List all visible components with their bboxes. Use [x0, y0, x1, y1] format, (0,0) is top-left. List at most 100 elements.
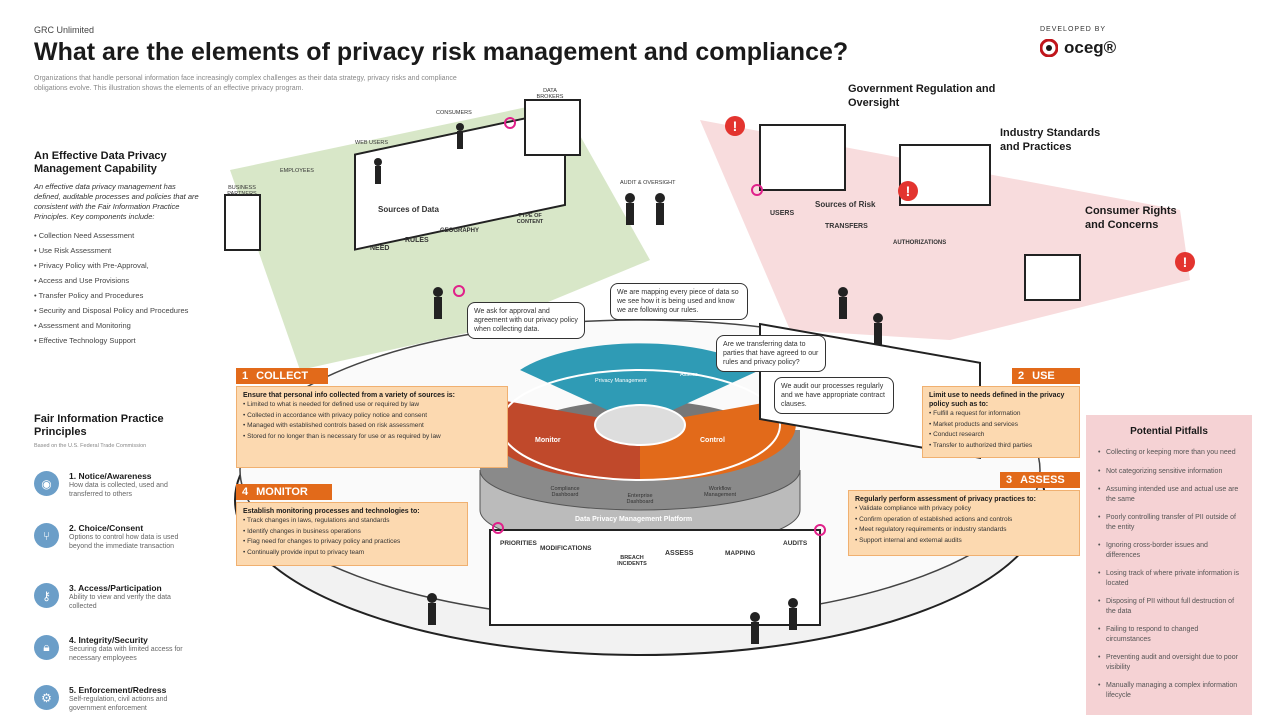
list-item: Confirm operation of established actions… [855, 515, 1073, 526]
collect-list: Limited to what is needed for defined us… [243, 400, 501, 442]
step-number: 2 [1018, 370, 1025, 382]
workflow-management-label: Workflow Management [703, 486, 737, 498]
assess-panel: ASSESS [665, 550, 694, 557]
house-building [1024, 254, 1081, 301]
list-item: Effective Technology Support [34, 333, 234, 348]
center-hub [594, 404, 686, 446]
business-partners-label: BUSINESS PARTNERS [227, 185, 257, 197]
list-item: Stored for no longer than is necessary f… [243, 432, 501, 443]
principle-title: 2. Choice/Consent [69, 523, 144, 533]
list-item: Manually managing a complex information … [1098, 681, 1240, 700]
pitfalls-list: Collecting or keeping more than you need… [1098, 448, 1240, 700]
svg-text:!: ! [906, 183, 911, 199]
intro-text: Organizations that handle personal infor… [34, 75, 457, 92]
speech-bubble-transfer: Are we transferring data to parties that… [716, 335, 826, 372]
modifications-panel: MODIFICATIONS [540, 545, 592, 552]
transfers-panel: TRANSFERS [825, 223, 868, 230]
use-box: Limit use to needs defined in the privac… [922, 386, 1080, 458]
principle-title: 1. Notice/Awareness [69, 471, 152, 481]
principle-title: 3. Access/Participation [69, 583, 162, 593]
principle-desc: How data is collected, used and transfer… [69, 482, 168, 498]
data-brokers-building [524, 99, 581, 156]
type-of-content-panel: TYPE OF CONTENT [516, 213, 544, 225]
data-brokers-label: DATA BROKERS [536, 88, 564, 100]
geography-panel: GEOGRAPHY [440, 228, 480, 234]
capability-intro: An effective data privacy management has… [34, 182, 199, 221]
oceg-logo-icon [1040, 39, 1058, 57]
list-item: Ignoring cross-border issues and differe… [1098, 541, 1240, 560]
step-number: 1 [242, 370, 249, 382]
monitor-title: Establish monitoring processes and techn… [243, 508, 420, 515]
segment-assess-label: Assess [680, 372, 698, 378]
government-building [759, 124, 846, 191]
list-item: Support internal and external audits [855, 536, 1073, 547]
authorizations-panel: AUTHORIZATIONS [893, 240, 947, 246]
priorities-panel: PRIORITIES [500, 540, 537, 547]
list-item: Meet regulatory requirements or industry… [855, 525, 1073, 536]
list-item: Transfer Policy and Procedures [34, 288, 234, 303]
principle-desc: Options to control how data is used beyo… [69, 534, 179, 550]
principle-title: 5. Enforcement/Redress [69, 685, 167, 695]
bottom-panels [489, 529, 821, 626]
principle-desc: Securing data with limited access for ne… [69, 646, 183, 662]
svg-text:!: ! [733, 118, 738, 134]
alert-icon: ! [725, 116, 745, 136]
monitor-list: Track changes in laws, regulations and s… [243, 516, 461, 558]
capability-list: Collection Need Assessment Use Risk Asse… [34, 228, 234, 348]
list-item: Preventing audit and oversight due to po… [1098, 653, 1240, 672]
users-panel: USERS [770, 210, 795, 217]
list-item: Identify changes in business operations [243, 527, 461, 538]
audits-panel: AUDITS [783, 540, 808, 547]
segment-control-label: Control [700, 437, 725, 444]
list-item: Collection Need Assessment [34, 228, 234, 243]
enterprise-dashboard-label: Enterprise Dashboard [626, 493, 654, 505]
industry-label: Industry Standards and Practices [1000, 127, 1101, 153]
list-item-cont: Access and Use Provisions [38, 276, 130, 285]
oceg-brand: oceg® [1064, 38, 1117, 57]
gear-icon: ⚙ [34, 685, 59, 710]
capability-section: An Effective Data Privacy Management Cap… [34, 150, 234, 348]
sources-of-data-label: Sources of Data [378, 205, 439, 214]
list-item: Track changes in laws, regulations and s… [243, 516, 461, 527]
capability-title: An Effective Data Privacy Management Cap… [34, 150, 167, 175]
list-item: Poorly controlling transfer of PII outsi… [1098, 513, 1240, 532]
platform-label: Data Privacy Management Platform [575, 516, 693, 523]
alert-icon: ! [1175, 252, 1195, 272]
segment-privacy-label: Privacy Management [595, 378, 647, 384]
list-item: Losing track of where private informatio… [1098, 569, 1240, 588]
developed-by-label: DEVELOPED BY [1040, 26, 1107, 33]
step-label: USE [1032, 370, 1055, 382]
employees-label: EMPLOYEES [280, 168, 314, 174]
fingerprint-icons [453, 117, 826, 536]
list-item: Use Risk Assessment [34, 243, 234, 258]
principle-desc: Self-regulation, civil actions and gover… [69, 696, 168, 712]
collect-title: Ensure that personal info collected from… [243, 392, 456, 399]
list-item: Privacy Policy with Pre-Approval, [34, 258, 234, 273]
privacy-segment [520, 343, 760, 425]
fipp-title: Fair Information Practice Principles [34, 413, 164, 438]
list-item: Failing to respond to changed circumstan… [1098, 625, 1240, 644]
list-item: Assessment and Monitoring [34, 318, 234, 333]
consumer-label: Consumer Rights and Concerns [1085, 205, 1177, 231]
branch-icon: ⑂ [34, 523, 59, 548]
list-item: Conduct research [929, 430, 1073, 441]
principle-desc: Ability to view and verify the data coll… [69, 594, 171, 610]
need-panel: NEED [370, 245, 390, 252]
list-item: Security and Disposal Policy and Procedu… [34, 303, 234, 318]
pitfalls-title: Potential Pitfalls [1130, 426, 1208, 437]
list-item: Continually provide input to privacy tea… [243, 548, 461, 559]
list-item: Market products and services [929, 420, 1073, 431]
compliance-dashboard-label: Compliance Dashboard [550, 486, 580, 498]
list-item: Managed with established controls based … [243, 421, 501, 432]
breach-incidents-panel: BREACH INCIDENTS [617, 555, 647, 567]
list-item: Flag need for changes to privacy policy … [243, 537, 461, 548]
government-label: Government Regulation and Oversight [848, 83, 996, 109]
list-item: Collected in accordance with privacy pol… [243, 411, 501, 422]
audit-oversight-label: AUDIT & OVERSIGHT [620, 180, 676, 186]
list-item: Fulfill a request for information [929, 409, 1073, 420]
collect-box: Ensure that personal info collected from… [236, 386, 508, 468]
list-item: Transfer to authorized third parties [929, 441, 1073, 452]
